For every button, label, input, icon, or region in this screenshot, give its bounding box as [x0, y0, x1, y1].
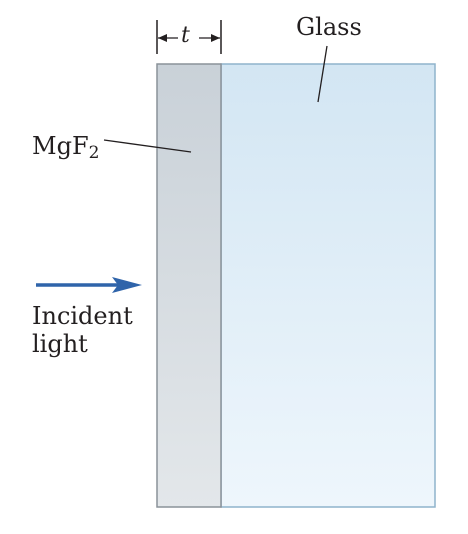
- glass-block: [220, 63, 436, 508]
- incident-label-line2: light: [32, 329, 88, 358]
- glass-leader-line: [317, 45, 328, 103]
- glass-label: Glass: [296, 13, 362, 41]
- mgf2-label-subscript: 2: [88, 143, 100, 163]
- mgf2-coating-layer: [156, 63, 222, 508]
- mgf2-label: MgF2: [32, 132, 100, 164]
- incident-light-arrow: [36, 277, 142, 293]
- mgf2-leader-line: [103, 139, 192, 153]
- incident-light-label: Incident light: [32, 302, 133, 358]
- incident-arrowhead: [112, 277, 142, 293]
- thickness-label: t: [181, 23, 190, 48]
- thickness-dimension: [156, 20, 222, 54]
- incident-label-line1: Incident: [32, 302, 133, 330]
- thickness-right-arrowhead: [211, 34, 220, 42]
- thickness-left-arrowhead: [158, 34, 167, 42]
- mgf2-label-text: MgF: [32, 132, 89, 160]
